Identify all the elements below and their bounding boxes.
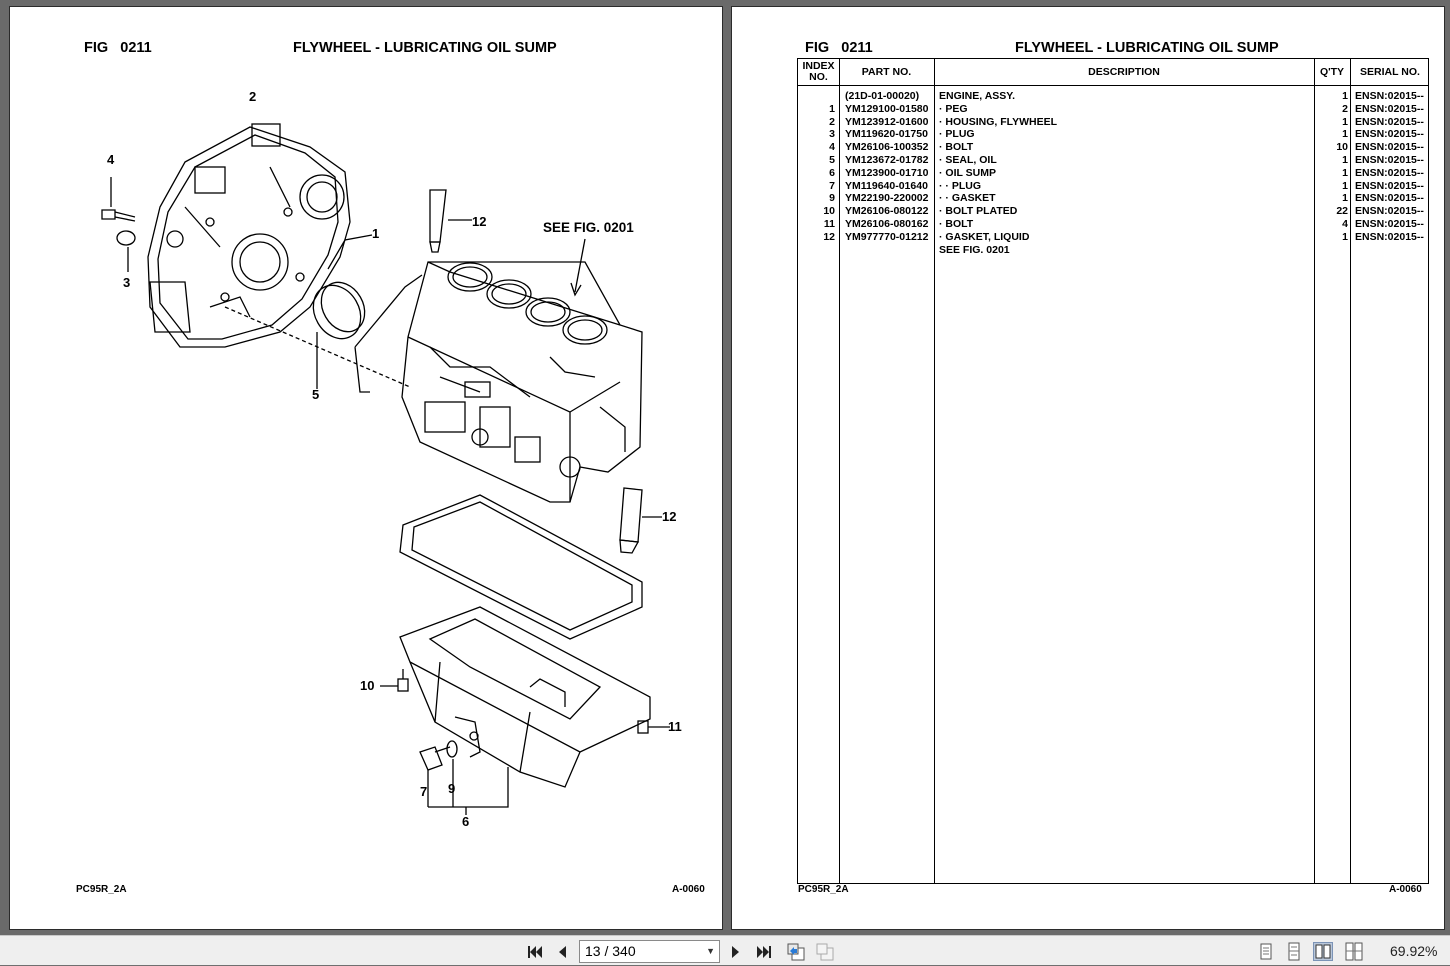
- col-header-description: DESCRIPTION: [1088, 65, 1160, 78]
- continuous-view-button[interactable]: [1284, 942, 1304, 961]
- chevron-down-icon: ▼: [706, 946, 715, 956]
- last-page-icon: [757, 946, 771, 958]
- first-page-icon: [528, 946, 542, 958]
- two-page-icon: [1315, 944, 1331, 959]
- fig-label: FIG 0211: [805, 40, 873, 56]
- prev-page-button[interactable]: [552, 941, 572, 963]
- callout-12-bottom: 12: [662, 509, 677, 524]
- single-page-icon: [1260, 943, 1272, 960]
- two-page-continuous-view-button[interactable]: [1344, 942, 1364, 961]
- footer-model: PC95R_2A: [798, 884, 849, 895]
- callout-6: 6: [462, 814, 470, 829]
- table-row: SEE FIG. 0201: [939, 243, 1010, 256]
- fig-label: FIG 0211: [84, 40, 152, 56]
- prev-page-icon: [559, 946, 566, 958]
- page-indicator-text: 13 / 340: [585, 943, 636, 959]
- next-page-icon: [732, 946, 739, 958]
- callout-10: 10: [360, 678, 375, 693]
- footer-page-code: A-0060: [672, 884, 705, 895]
- exploded-parts-drawing: [101, 123, 670, 815]
- callout-11: 11: [668, 719, 682, 734]
- first-page-button[interactable]: [524, 941, 546, 963]
- two-page-view-button[interactable]: [1313, 942, 1333, 961]
- single-page-view-button[interactable]: [1256, 942, 1276, 961]
- previous-view-button[interactable]: [784, 941, 808, 963]
- footer-page-code: A-0060: [1389, 884, 1422, 895]
- page-number-input[interactable]: 13 / 340 ▼: [579, 940, 720, 963]
- col-header-index: INDEX NO.: [802, 60, 835, 83]
- last-page-button[interactable]: [752, 941, 776, 963]
- left-page-drawing: FIG 0211 FLYWHEEL - LUBRICATING OIL SUMP: [9, 6, 723, 930]
- page-title: FLYWHEEL - LUBRICATING OIL SUMP: [293, 40, 557, 56]
- page-title: FLYWHEEL - LUBRICATING OIL SUMP: [1015, 40, 1279, 56]
- next-view-button[interactable]: [813, 941, 837, 963]
- next-page-button[interactable]: [726, 941, 746, 963]
- continuous-page-icon: [1288, 942, 1300, 961]
- next-view-icon: [816, 943, 834, 961]
- callout-9: 9: [448, 781, 456, 796]
- col-header-qty: Q'TY: [1319, 65, 1345, 78]
- callout-5: 5: [312, 387, 320, 402]
- callout-4: 4: [107, 152, 115, 167]
- callout-1: 1: [372, 226, 380, 241]
- two-page-continuous-icon: [1345, 942, 1363, 961]
- zoom-level[interactable]: 69.92%: [1390, 943, 1438, 959]
- viewer-toolbar: 13 / 340 ▼ 69.92%: [0, 935, 1450, 965]
- col-header-part: PART NO.: [861, 65, 912, 78]
- previous-view-icon: [787, 943, 805, 961]
- footer-model: PC95R_2A: [76, 884, 127, 895]
- callout-3: 3: [123, 275, 131, 290]
- right-page-parts-list: FIG 0211 FLYWHEEL - LUBRICATING OIL SUMP…: [731, 6, 1445, 930]
- see-fig-note: SEE FIG. 0201: [543, 220, 634, 235]
- col-header-serial: SERIAL NO.: [1360, 65, 1420, 78]
- callout-2: 2: [249, 89, 257, 104]
- callout-7: 7: [420, 784, 428, 799]
- parts-table: INDEX NO. PART NO. DESCRIPTION Q'TY SERI…: [797, 58, 1429, 884]
- document-viewport[interactable]: FIG 0211 FLYWHEEL - LUBRICATING OIL SUMP: [0, 0, 1450, 935]
- callout-12-top: 12: [472, 214, 487, 229]
